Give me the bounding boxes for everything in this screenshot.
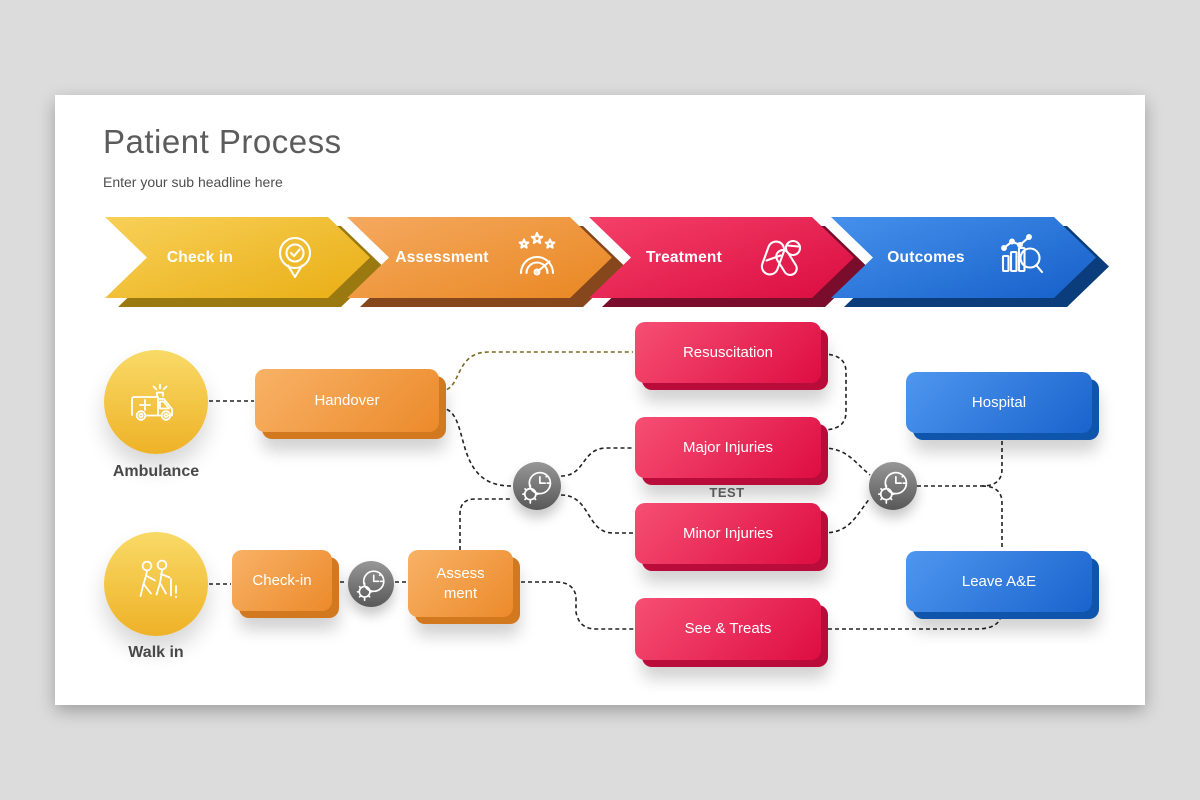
stage-label: Outcomes (887, 248, 965, 266)
gear-clock-icon (521, 471, 552, 504)
pills-icon (760, 239, 802, 276)
stage-arrow-shape (347, 217, 612, 298)
entry-ambulance (104, 350, 208, 454)
stage-arrow-shape (105, 217, 370, 298)
gear-clock-right (869, 462, 917, 510)
connector-gear-hospital (917, 434, 1003, 487)
node-minor-injuries: Minor Injuries (635, 503, 828, 571)
entry-label-walk-in: Walk in (128, 644, 184, 661)
node-leave-ae: Leave A&E (906, 551, 1099, 619)
node-major-injuries: Major Injuries (635, 417, 828, 485)
gear-clock-mid (513, 462, 561, 510)
node-label: Hospital (906, 372, 1092, 433)
stage-assessment: Assessment (347, 217, 625, 307)
stage-label: Check in (166, 248, 234, 266)
connector-major-gear (821, 447, 871, 476)
page-title: Patient Process (103, 123, 342, 160)
gear-clock-icon (356, 570, 385, 602)
node-label: Minor Injuries (635, 503, 821, 564)
ambulance-icon (131, 383, 173, 421)
node-label: Leave A&E (906, 551, 1092, 612)
connector-assessment-seetreats (514, 581, 634, 630)
stage-arrow-shape (831, 217, 1096, 298)
node-handover: Handover (255, 369, 446, 439)
connector-gear-leave (981, 485, 1003, 550)
page-subtitle: Enter your sub headline here (103, 174, 283, 190)
node-label: Handover (255, 369, 439, 432)
gear-clock-left (348, 561, 394, 607)
node-label: See & Treats (635, 598, 821, 660)
pin-check-icon (278, 236, 312, 279)
chart-magnifier-icon (1001, 234, 1044, 274)
node-resuscitation: Resuscitation (635, 322, 828, 390)
node-see-treats: See & Treats (635, 598, 828, 667)
gear-clock-icon (877, 471, 908, 504)
connector-minor-gear (821, 497, 871, 534)
connector-gear-minor (560, 494, 634, 534)
slide: Patient Process Enter your sub headline … (55, 95, 1145, 705)
entry-walk-in (104, 532, 208, 636)
stage-arrow-shape (589, 217, 854, 298)
connector-assessment-gear (459, 498, 511, 550)
connector-gear-major (560, 447, 634, 477)
node-label: Major Injuries (635, 417, 821, 478)
node-label: Check-in (232, 550, 332, 611)
node-label: Assess ment (408, 550, 513, 617)
stage-check-in: Check in (105, 217, 383, 307)
stage-label: Assessment (395, 248, 489, 266)
test-label: TEST (709, 485, 745, 500)
node-assessment: Assess ment (408, 550, 520, 624)
stage-outcomes: Outcomes (831, 217, 1109, 307)
node-hospital: Hospital (906, 372, 1099, 440)
connector-handover-gear (439, 407, 512, 487)
gauge-stars-icon (518, 231, 556, 276)
node-check-in: Check-in (232, 550, 339, 618)
connector-handover-resuscitation (439, 351, 633, 392)
stage-label: Treatment (646, 248, 722, 266)
node-label: Resuscitation (635, 322, 821, 383)
stage-treatment: Treatment (589, 217, 867, 307)
entry-label-ambulance: Ambulance (112, 463, 200, 480)
walking-assist-icon (139, 559, 177, 599)
